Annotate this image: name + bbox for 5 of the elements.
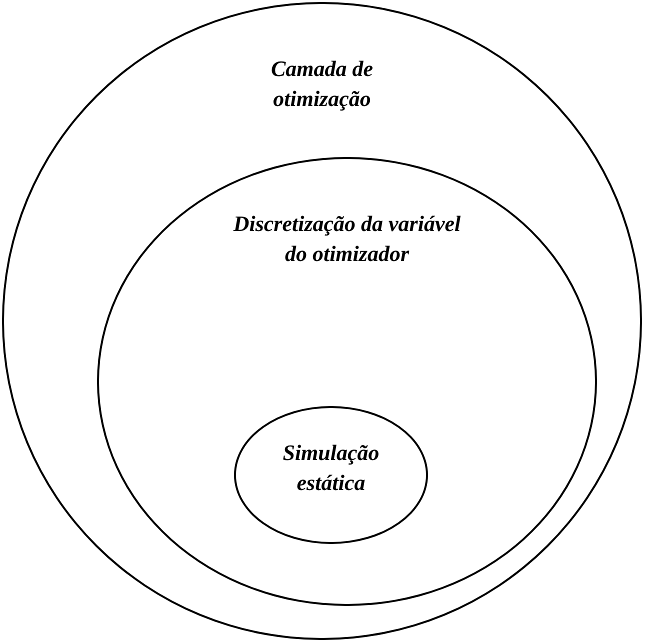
layer-label: Camada de otimização: [270, 55, 374, 113]
layer-ellipse: [234, 406, 428, 544]
layer-label: Discretização da variável do otimizador: [232, 210, 462, 268]
layer-ellipse: [97, 157, 597, 606]
layer-label: Simulação estática: [282, 439, 380, 497]
